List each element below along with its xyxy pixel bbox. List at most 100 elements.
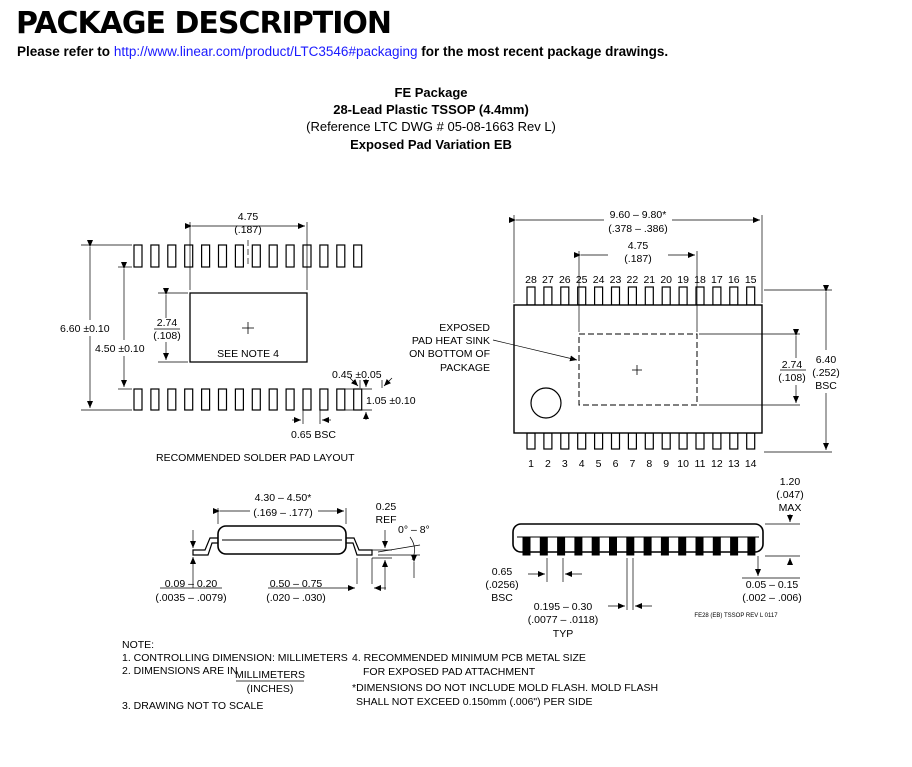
- package-pin: [627, 286, 638, 306]
- note-4-line-1: 4. RECOMMENDED MINIMUM PCB METAL SIZE: [352, 652, 586, 664]
- heat-pad-width-dim: 4.75: [628, 240, 649, 252]
- height-dim: 1.20: [780, 476, 801, 488]
- pad-total-height-dim: 6.60 ±0.10: [60, 323, 110, 335]
- solder-pad: [201, 388, 211, 411]
- pad-length-dim: 1.05 ±0.10: [366, 395, 416, 407]
- solder-pad: [319, 388, 329, 411]
- intro-line: Please refer to http://www.linear.com/pr…: [17, 44, 668, 59]
- pad-size-dim: 0.45 ±0.05: [332, 369, 382, 381]
- lead-angle: 0° – 8°: [398, 524, 430, 536]
- solder-pad: [319, 244, 329, 268]
- heat-sink-label-2: PAD HEAT SINK: [412, 335, 490, 347]
- solder-pad: [133, 388, 143, 411]
- front-lead: [609, 536, 617, 556]
- front-lead: [539, 536, 548, 556]
- note-5-line-1: *DIMENSIONS DO NOT INCLUDE MOLD FLASH. M…: [352, 682, 658, 694]
- package-pin: [678, 432, 688, 450]
- pad-width-dim-in: (.187): [234, 224, 261, 236]
- package-reference: (Reference LTC DWG # 05-08-1663 Rev L): [306, 119, 556, 134]
- solder-pad: [251, 388, 261, 411]
- package-pin: [746, 432, 756, 450]
- pin-number: 19: [677, 274, 689, 286]
- pin-number: 6: [613, 458, 619, 470]
- pad-pitch-dim: 0.65 BSC: [291, 429, 336, 441]
- pin-number: 3: [562, 458, 568, 470]
- heat-pad-height-dim: 2.74: [782, 359, 803, 371]
- heat-pad-width-dim-in: (.187): [624, 253, 651, 265]
- heat-sink-label-4: PACKAGE: [440, 362, 490, 374]
- package-pin: [543, 432, 553, 450]
- pin-number: 5: [596, 458, 602, 470]
- package-pin: [678, 286, 688, 306]
- front-pitch-dim-note: BSC: [491, 592, 513, 604]
- pad-width-dim: 4.75: [238, 211, 259, 223]
- package-pin: [746, 286, 756, 306]
- solder-pad: [336, 244, 346, 268]
- front-view: [512, 514, 800, 610]
- package-pin: [593, 286, 604, 306]
- pad-height-dim: 2.74: [157, 317, 178, 329]
- front-lead: [591, 536, 600, 556]
- pin-number: 9: [663, 458, 669, 470]
- top-view: [492, 215, 832, 453]
- front-lead: [712, 536, 721, 556]
- solder-pad: [184, 388, 194, 411]
- height-dim-in: (.047): [776, 489, 803, 501]
- ref-dim-note: REF: [376, 514, 397, 526]
- lead-width-dim: 0.195 – 0.30: [534, 601, 593, 613]
- solder-pad: [167, 388, 177, 411]
- package-subtitle: 28-Lead Plastic TSSOP (4.4mm): [333, 102, 529, 117]
- solder-pad: [268, 388, 278, 411]
- pin-number: 21: [643, 274, 655, 286]
- note-2-unit-bottom: (INCHES): [247, 683, 294, 695]
- note-5-line-2: SHALL NOT EXCEED 0.150mm (.006") PER SID…: [356, 696, 593, 708]
- pad-layout-caption: RECOMMENDED SOLDER PAD LAYOUT: [156, 452, 355, 464]
- package-pin: [661, 432, 671, 450]
- pin-number: 17: [711, 274, 723, 286]
- front-lead: [574, 536, 583, 556]
- solder-pad: [150, 244, 160, 268]
- solder-pad: [336, 388, 346, 411]
- front-lead: [747, 536, 756, 556]
- height-dim-note: MAX: [779, 502, 802, 514]
- package-pin: [610, 286, 621, 306]
- solder-pad: [133, 244, 143, 268]
- front-lead: [557, 536, 566, 556]
- package-pin: [526, 286, 536, 306]
- packaging-link[interactable]: http://www.linear.com/product/LTC3546#pa…: [113, 44, 418, 59]
- solder-pad: [285, 388, 295, 411]
- solder-pad: [184, 244, 194, 268]
- intro-suffix: for the most recent package drawings.: [421, 44, 669, 59]
- package-pin: [695, 432, 705, 450]
- body-width-dim-note: BSC: [815, 380, 837, 392]
- pad-row-bottom: [133, 388, 363, 411]
- standoff-dim: 0.05 – 0.15: [746, 579, 799, 591]
- notes-heading: NOTE:: [122, 639, 154, 651]
- package-pin: [644, 286, 654, 306]
- pin-number: 28: [525, 274, 537, 286]
- pin-number: 12: [711, 458, 723, 470]
- note-2-unit-top: MILLIMETERS: [235, 669, 305, 681]
- package-pin: [712, 432, 722, 450]
- standoff-dim-in: (.002 – .006): [742, 592, 802, 604]
- front-lead: [678, 536, 687, 556]
- pin-number: 25: [576, 274, 588, 286]
- pin-number: 1: [528, 458, 534, 470]
- pin-number: 10: [677, 458, 689, 470]
- package-pin: [543, 286, 553, 306]
- note-2: 2. DIMENSIONS ARE IN: [122, 665, 238, 677]
- note-4-line-2: FOR EXPOSED PAD ATTACHMENT: [363, 666, 536, 678]
- package-pin: [560, 286, 570, 306]
- side-body-dim-in: (.169 – .177): [253, 507, 313, 519]
- pin-number: 2: [545, 458, 551, 470]
- page-title: PACKAGE DESCRIPTION: [16, 6, 392, 41]
- solder-pad: [150, 388, 160, 411]
- pad-row-top: [133, 244, 363, 268]
- length-dim: 9.60 – 9.80*: [610, 209, 667, 221]
- pin-number: 4: [579, 458, 585, 470]
- pin-number: 7: [629, 458, 635, 470]
- pin-number: 23: [610, 274, 622, 286]
- front-pitch-dim: 0.65: [492, 566, 513, 578]
